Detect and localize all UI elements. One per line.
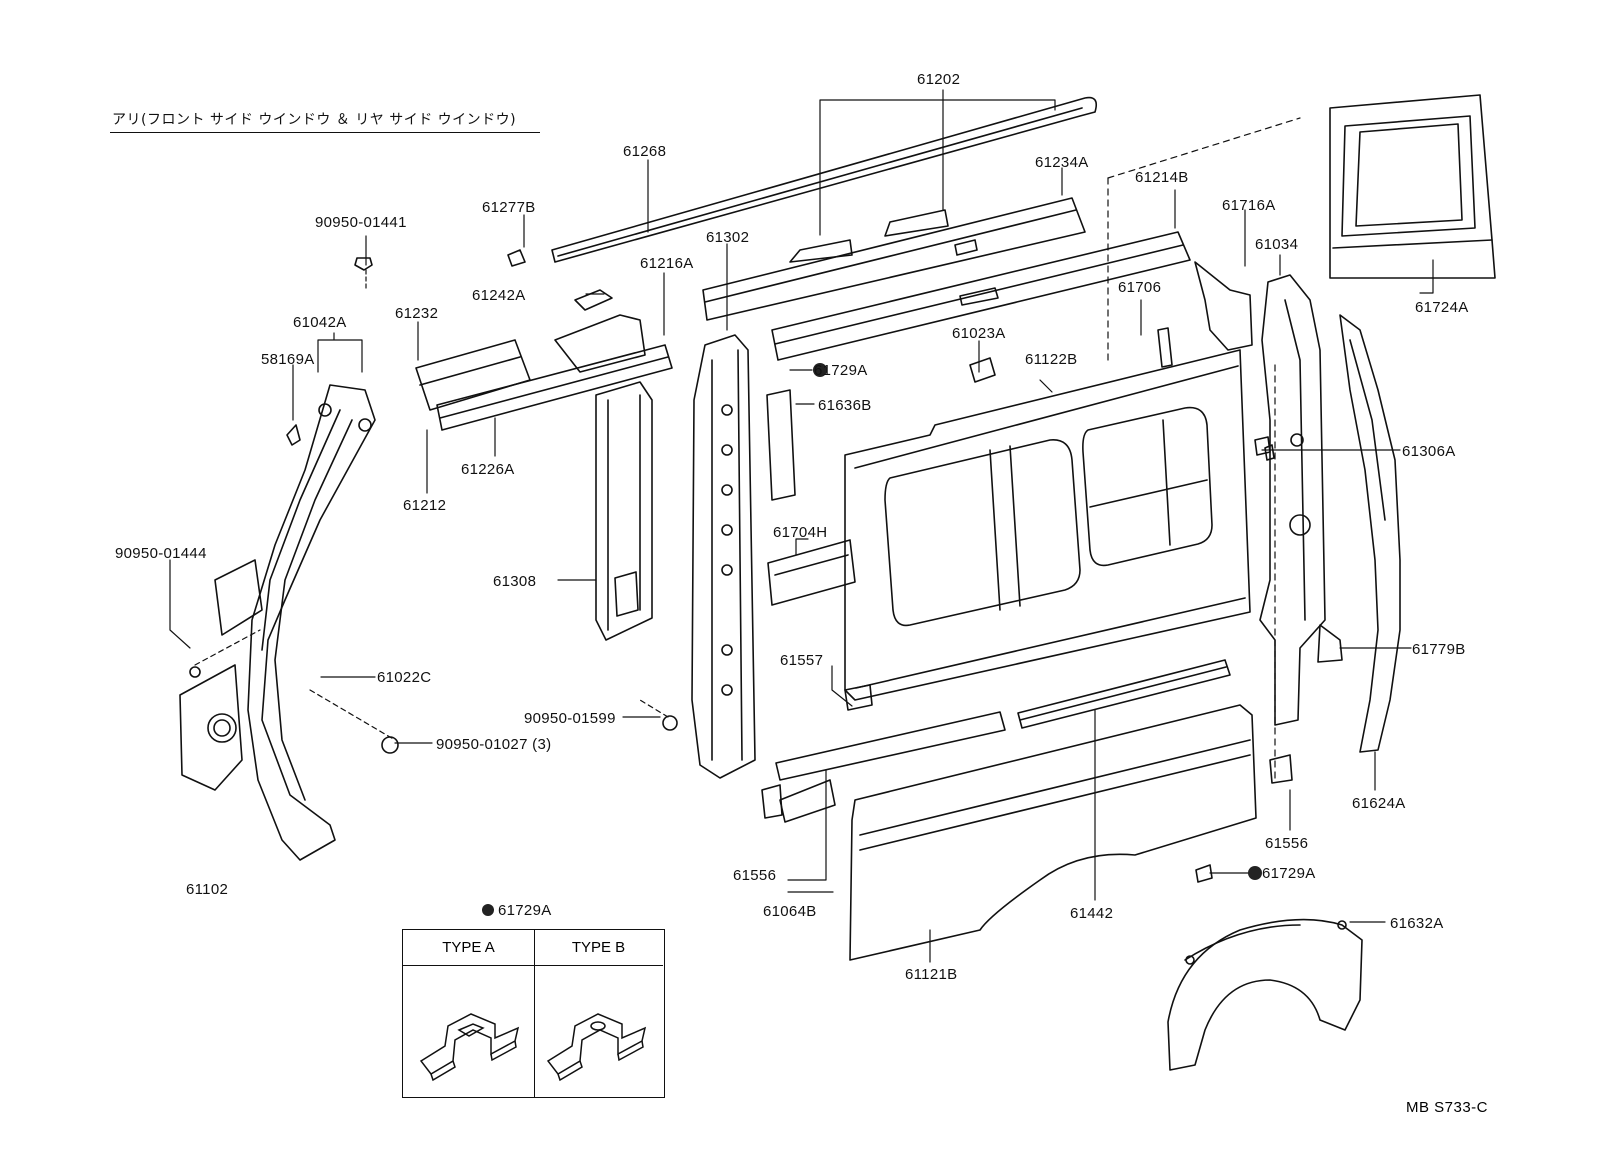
rear-trim-61624A <box>1339 314 1401 753</box>
part-label-61716A: 61716A <box>1222 197 1276 214</box>
part-label-61636B: 61636B <box>818 397 872 414</box>
part-label-61232: 61232 <box>395 305 439 322</box>
corner-61557 <box>844 684 873 711</box>
legend-table: TYPE A TYPE B <box>402 929 665 1098</box>
clip-90950-01027 <box>381 736 399 754</box>
part-label-61277B: 61277B <box>482 199 536 216</box>
rear-pillar-61034 <box>1259 274 1326 726</box>
part-label-61242A: 61242A <box>472 287 526 304</box>
part-label-61034: 61034 <box>1255 236 1299 253</box>
part-label-90950-01441: 90950-01441 <box>315 214 407 231</box>
part-label-61042A: 61042A <box>293 314 347 331</box>
brace-61706 <box>1157 327 1173 368</box>
sill-61442 <box>1017 659 1231 729</box>
rear-frame-61724A <box>1329 94 1496 279</box>
clip-61729A-lower <box>1195 864 1213 883</box>
part-label-61704H: 61704H <box>773 524 828 541</box>
legend-dot-icon <box>482 904 494 916</box>
brace-61023A <box>969 357 996 383</box>
part-label-61706: 61706 <box>1118 279 1162 296</box>
part-label-61442: 61442 <box>1070 905 1114 922</box>
clip-61277B <box>507 249 526 267</box>
part-label-90950-01027: 90950-01027 (3) <box>436 736 552 753</box>
clip-61306A <box>1254 436 1271 456</box>
clip-90950-01444 <box>189 666 201 678</box>
corner-61556-left <box>761 784 783 819</box>
header-61226A <box>436 314 673 431</box>
part-label-61214B: 61214B <box>1135 169 1189 186</box>
part-label-61557: 61557 <box>780 652 824 669</box>
part-label-61102: 61102 <box>186 881 229 898</box>
part-label-61556-left: 61556 <box>733 867 777 884</box>
wheel-housing-61632A <box>1167 918 1363 1071</box>
header-61232 <box>415 339 531 411</box>
part-label-61632A: 61632A <box>1390 915 1444 932</box>
legend-type-b-label: TYPE B <box>534 930 663 966</box>
legend-col-type-a: TYPE A <box>403 930 535 1097</box>
part-label-61023A: 61023A <box>952 325 1006 342</box>
roof-rail-61268 <box>551 96 1098 263</box>
part-label-61556-right: 61556 <box>1265 835 1309 852</box>
part-label-61022C: 61022C <box>377 669 432 686</box>
clip-61242A <box>574 289 613 311</box>
clip-type-b-icon <box>546 1013 647 1082</box>
header-underline <box>110 132 540 133</box>
part-label-61779B: 61779B <box>1412 641 1466 658</box>
part-label-61202: 61202 <box>917 71 961 88</box>
clip-90950-01599 <box>662 715 678 731</box>
bracket-61704H <box>767 539 856 606</box>
part-label-61729A-upper: 61729A <box>814 362 868 379</box>
part-label-58169A: 58169A <box>261 351 315 368</box>
sill-61064B <box>775 711 1006 823</box>
legend-title: 61729A <box>482 903 552 918</box>
part-label-61302: 61302 <box>706 229 750 246</box>
corner-61556-right <box>1269 754 1293 784</box>
header-note: アリ(フロント サイド ウインドウ ＆ リヤ サイド ウインドウ) <box>112 112 517 128</box>
diagram-code: MB S733-C <box>1405 1099 1488 1116</box>
legend-type-a-label: TYPE A <box>403 930 534 966</box>
part-label-61234A: 61234A <box>1035 154 1089 171</box>
part-label-61624A: 61624A <box>1352 795 1406 812</box>
lower-panel-61121B <box>849 704 1257 961</box>
marker-dots <box>813 363 1262 880</box>
leader-lines <box>169 89 1434 963</box>
part-label-61306A: 61306A <box>1402 443 1456 460</box>
part-label-90950-01444: 90950-01444 <box>115 545 207 562</box>
roof-rail-61234A <box>702 197 1086 321</box>
clip-90950-01441 <box>354 257 373 271</box>
bracket-61636B <box>766 389 796 501</box>
part-label-61729A-lower: 61729A <box>1262 865 1316 882</box>
part-label-61122B: 61122B <box>1025 351 1078 368</box>
rear-corner-61716A <box>1194 261 1253 351</box>
front-pillar <box>179 384 376 861</box>
part-label-61268: 61268 <box>623 143 667 160</box>
bracket-61779B <box>1317 624 1343 663</box>
side-panel-61122B <box>844 349 1251 701</box>
part-label-61216A: 61216A <box>640 255 694 272</box>
part-label-61724A: 61724A <box>1415 299 1469 316</box>
legend-col-type-b: TYPE B <box>534 930 663 1097</box>
part-label-61212: 61212 <box>403 497 447 514</box>
part-label-90950-01599: 90950-01599 <box>524 710 616 727</box>
roof-rail-61214B <box>771 231 1191 361</box>
part-label-61121B: 61121B <box>905 966 958 983</box>
part-label-61064B: 61064B <box>763 903 817 920</box>
part-label-61308: 61308 <box>493 573 537 590</box>
part-label-61226A: 61226A <box>461 461 515 478</box>
center-pillar-61302 <box>691 334 756 779</box>
center-pillar-61308 <box>595 381 653 641</box>
clip-type-a-icon <box>419 1013 520 1082</box>
